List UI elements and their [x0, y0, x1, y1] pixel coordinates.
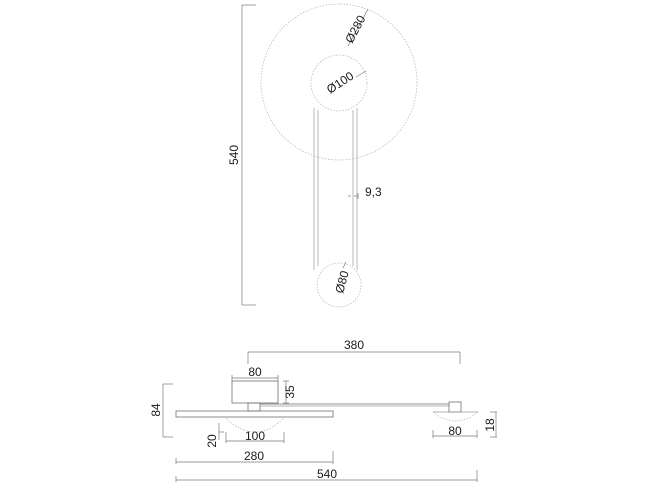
small-neck: [448, 401, 462, 413]
dim-overall-depth: 84: [149, 383, 173, 438]
dim-canopy-width: 80: [231, 365, 279, 381]
front-view: 540 Ø280 Ø100 9,3 Ø80: [227, 3, 418, 308]
inner-disc: [310, 54, 368, 112]
small-disc: [316, 262, 362, 308]
label-bar-length: 280: [244, 449, 264, 463]
label-overall-length: 540: [317, 467, 337, 481]
large-disc: [260, 3, 418, 161]
label-small-disc: Ø80: [332, 269, 351, 295]
side-view: 380 80 35 84: [149, 338, 497, 482]
dim-arm-reach: 380: [247, 338, 461, 364]
label-stem-width: 9,3: [365, 185, 382, 199]
dim-canopy-height: 35: [283, 380, 297, 404]
dim-small-dome-width: 80: [432, 424, 478, 438]
small-dome: [432, 411, 479, 422]
label-canopy-width: 80: [248, 365, 262, 379]
dim-large-dome-width: 100: [225, 429, 285, 443]
label-inner-disc: Ø100: [324, 69, 357, 97]
stem: [313, 108, 358, 270]
dim-small-dome-depth: 18: [483, 411, 497, 438]
label-small-dome-depth: 18: [483, 418, 497, 432]
label-large-dome-depth: 20: [205, 434, 219, 448]
label-overall-height: 540: [227, 145, 241, 165]
large-dome: [225, 417, 285, 433]
neck: [247, 402, 261, 412]
canopy: [231, 380, 279, 404]
dim-overall-height: 540: [227, 4, 256, 306]
label-small-dome-width: 80: [448, 424, 462, 438]
label-large-dome-width: 100: [245, 429, 265, 443]
label-canopy-height: 35: [283, 385, 297, 399]
dim-large-dome-depth: 20: [205, 423, 224, 448]
label-large-disc: Ø280: [342, 13, 368, 46]
dim-stem-width: 9,3: [348, 185, 382, 199]
label-arm-reach: 380: [344, 338, 364, 352]
dim-overall-length: 540: [175, 467, 478, 482]
bar: [175, 410, 334, 418]
dim-bar-length: 280: [175, 449, 334, 464]
label-overall-depth: 84: [149, 403, 163, 417]
